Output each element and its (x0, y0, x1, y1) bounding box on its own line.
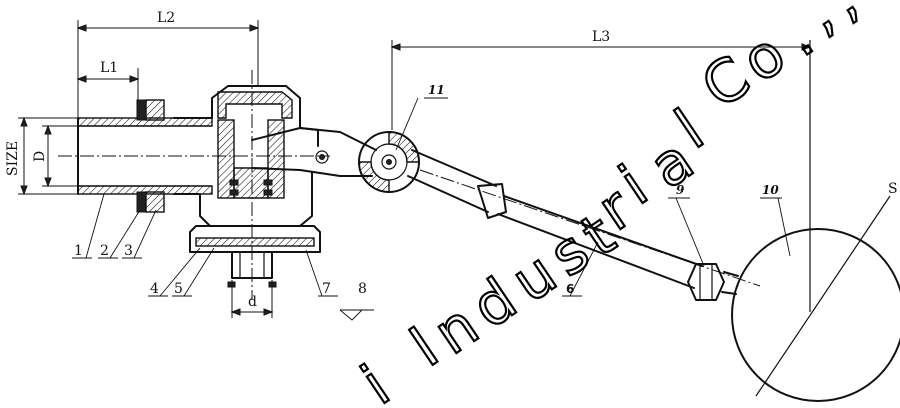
lever-arm (251, 127, 377, 177)
watermark: i I n d u s t r i a l C o . , , (349, 0, 871, 408)
dimension-l2: L2 (157, 10, 175, 26)
part-label-2: 2 (100, 243, 109, 259)
part-label-7: 7 (322, 281, 331, 297)
float-rod (407, 149, 761, 289)
dimension-d-upper: D (32, 151, 48, 162)
rod-nut (687, 263, 739, 301)
dimension-l1: L1 (100, 60, 118, 76)
part-label-5: 5 (174, 281, 183, 297)
dimension-d-lower: d (248, 294, 257, 310)
part-label-9: 9 (676, 183, 685, 197)
inlet-pipe (58, 117, 330, 195)
float-ball (731, 40, 900, 402)
dimension-l3: L3 (592, 29, 610, 45)
dimension-lines (18, 20, 812, 318)
part-label-1: 1 (74, 243, 83, 259)
part-label-8: 8 (358, 281, 367, 297)
dimension-s: S (888, 181, 898, 197)
part-label-11: 11 (428, 83, 445, 97)
valve-body (173, 70, 319, 300)
dimension-size: SIZE (5, 141, 21, 176)
part-label-3: 3 (124, 243, 133, 259)
hinge-wheel (358, 131, 420, 193)
bottom-cap (189, 225, 321, 288)
leader-lines (72, 97, 791, 321)
part-label-4: 4 (150, 281, 159, 297)
part-label-10: 10 (762, 183, 779, 197)
part-label-6: 6 (566, 282, 574, 296)
watermark-char: i (350, 352, 401, 408)
